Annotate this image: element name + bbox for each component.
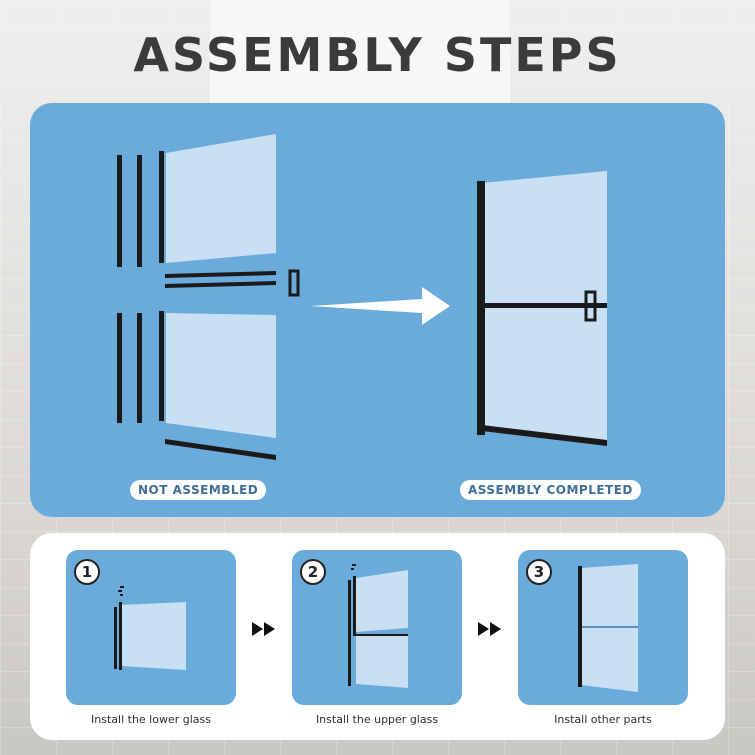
step-2-illustration	[348, 564, 408, 688]
step-2-card: 2	[292, 550, 462, 705]
frame-bar	[114, 607, 117, 669]
small-part	[118, 590, 122, 592]
step-3-caption: Install other parts	[554, 713, 652, 726]
upper-glass-pane	[166, 134, 276, 263]
assembled-side-frame	[477, 181, 485, 435]
arrow-icon	[310, 287, 450, 325]
step-2-upper-glass	[356, 570, 408, 632]
horizontal-bar	[165, 281, 276, 288]
step-1-caption: Install the lower glass	[91, 713, 211, 726]
step-2-lower-glass	[356, 634, 408, 688]
frame-bar	[159, 311, 164, 421]
fast-forward-icon	[478, 622, 501, 636]
frame-bar	[353, 576, 356, 634]
steps-panel: 1 2 3 Install the lower glass Install th	[30, 533, 725, 740]
assembled-bottom-frame	[482, 425, 607, 446]
step-number-2: 2	[300, 559, 326, 585]
fast-forward-icon	[252, 622, 275, 636]
step-1-illustration	[114, 586, 186, 670]
small-part	[351, 568, 354, 570]
overview-illustration	[117, 134, 607, 460]
step-3-card: 3	[518, 550, 688, 705]
frame-bar	[137, 313, 142, 423]
small-part	[120, 586, 124, 588]
frame-bar	[137, 155, 142, 267]
lower-glass-pane	[166, 313, 276, 438]
step-number-1: 1	[74, 559, 100, 585]
small-part	[352, 564, 356, 566]
step-3-illustration	[578, 564, 638, 692]
bottom-bar	[165, 439, 276, 460]
overview-panel: NOT ASSEMBLED ASSEMBLY COMPLETED	[30, 103, 725, 517]
frame-bar	[159, 151, 164, 263]
assembled-middle-bar	[485, 303, 607, 308]
frame-bar	[117, 313, 122, 423]
assembly-completed-label: ASSEMBLY COMPLETED	[460, 480, 641, 500]
not-assembled-label: NOT ASSEMBLED	[130, 480, 267, 500]
small-part	[120, 594, 123, 596]
step-2-caption: Install the upper glass	[315, 713, 439, 726]
middle-line	[582, 626, 638, 628]
horizontal-bar	[165, 271, 276, 278]
step-number-3: 3	[526, 559, 552, 585]
frame-bar	[353, 634, 408, 636]
page-title: ASSEMBLY STEPS	[133, 28, 622, 82]
frame-bar	[578, 566, 582, 687]
frame-bar	[119, 602, 122, 670]
assembled-door	[477, 171, 607, 446]
assembled-handle	[584, 290, 597, 322]
step-1-card: 1	[66, 550, 236, 705]
frame-bar	[348, 580, 351, 686]
handle-part	[288, 269, 300, 297]
exploded-parts	[117, 134, 300, 460]
frame-bar	[117, 155, 122, 267]
step-1-glass	[121, 602, 186, 670]
background-window	[210, 0, 510, 110]
